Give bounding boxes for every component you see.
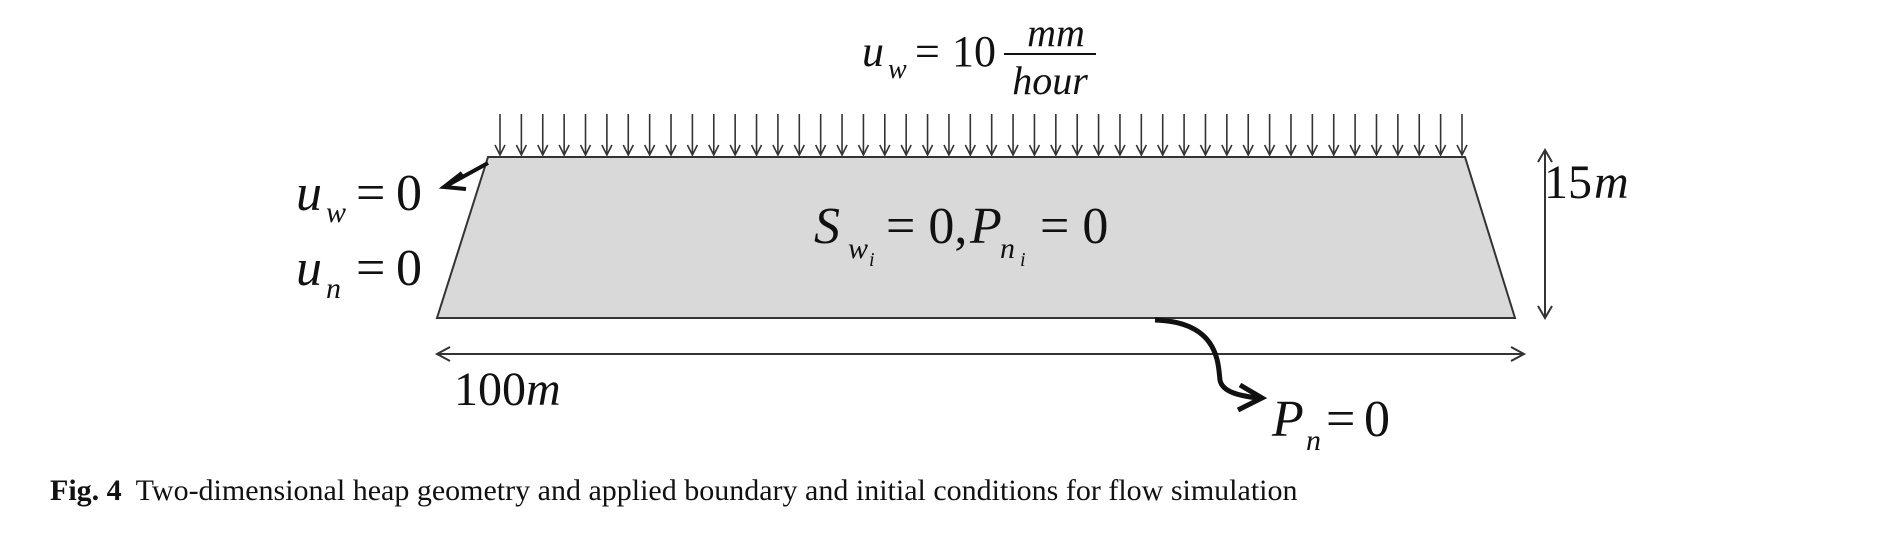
rain-arrowhead [1199,144,1212,157]
rain-arrowhead [729,144,741,157]
rain-arrowhead [665,144,677,157]
rain-arrows [494,114,1468,157]
rain-frac-den: hour [1012,58,1088,103]
bottom-bc-eq: = [1326,391,1355,448]
rain-arrowhead [537,144,549,157]
rain-arrowhead [1114,144,1126,157]
rain-arrowhead [1285,144,1297,157]
rain-arrowhead [1028,144,1041,157]
rain-num: 10 [952,27,996,76]
rain-arrowhead [1242,144,1254,157]
rain-arrowhead [964,144,977,157]
left-bc-1-eq: = [356,165,385,222]
height-num: 15 [1544,156,1592,209]
height-unit: m [1594,156,1629,209]
width-arrow-left [434,346,451,362]
bottom-bc-val: 0 [1364,391,1390,448]
rain-arrowhead [1328,144,1340,157]
left-bc-1-val: 0 [396,165,422,222]
rain-arrowhead [1221,144,1233,157]
initial-p-sub: n [1000,232,1015,265]
rain-var: u [862,27,884,76]
bottom-bc-arrow [1154,317,1259,401]
rain-arrowhead [836,144,848,157]
rain-sub: w [888,54,907,85]
rain-arrowhead [1071,144,1083,157]
bottom-bc-arrowhead [1236,382,1268,413]
left-bc-2-sub: n [326,272,341,305]
rain-arrowhead [1456,144,1468,157]
rain-arrowhead [515,144,528,157]
bottom-bc-var: P [1271,391,1304,448]
initial-mid: = 0, [886,198,967,255]
rain-arrowhead [1156,144,1169,157]
rain-arrowhead [601,144,613,157]
rain-arrowhead [985,144,998,157]
rain-arrowhead [558,144,570,157]
bottom-bc-sub: n [1306,424,1321,457]
initial-end: = 0 [1040,198,1108,255]
rain-arrowhead [1178,144,1190,157]
left-bc-2-var: u [296,240,322,297]
heap-shape [435,156,1517,319]
width-unit: m [526,363,561,416]
rain-arrowhead [686,144,699,157]
rain-arrowhead [1050,144,1062,157]
rain-arrowhead [622,144,634,157]
left-bc-2-val: 0 [396,240,422,297]
caption-label: Fig. 4 [50,474,122,507]
rain-arrowhead [579,144,592,157]
height-arrow-top [1537,148,1553,163]
initial-s-subsub: i [869,249,875,271]
rain-arrowhead [1370,144,1383,157]
initial-p-subsub: i [1020,249,1026,271]
rain-eq: = [915,27,940,76]
width-num: 100 [454,363,526,416]
rain-arrowhead [879,144,891,157]
rain-arrowhead [1263,144,1276,157]
rain-arrowhead [708,144,720,157]
rain-arrowhead [1007,144,1019,157]
rain-arrowhead [1392,144,1404,157]
figure-caption: Fig. 4 Two-dimensional heap geometry and … [50,474,1297,508]
rain-arrowhead [1306,144,1319,157]
left-bc-1-var: u [296,165,322,222]
initial-s-sub: w [848,232,868,265]
left-bc-1-sub: w [326,196,346,229]
rain-arrowhead [1413,144,1425,157]
width-arrow-right [1510,346,1527,362]
height-arrow-bottom [1537,305,1553,320]
rain-arrowhead [943,144,955,157]
rain-arrowhead [900,144,912,157]
rain-arrowhead [643,144,656,157]
rain-arrowhead [494,144,506,157]
left-bc-arrow [447,161,489,187]
rain-arrowhead [857,144,870,157]
rain-arrowhead [750,144,763,157]
rain-arrowhead [1092,144,1105,157]
rain-arrowhead [1349,144,1361,157]
left-bc-arrowhead [438,171,467,191]
rain-arrowhead [814,144,827,157]
initial-p-var: P [969,198,1002,255]
left-bc-2-eq: = [356,240,385,297]
rain-arrowhead [1434,144,1447,157]
rain-arrowhead [921,144,934,157]
initial-s-var: S [814,198,840,255]
rain-arrowhead [772,144,784,157]
rain-frac-num: mm [1027,10,1085,55]
rain-arrowhead [793,144,806,157]
rain-arrowhead [1135,144,1148,157]
caption-text: Two-dimensional heap geometry and applie… [135,474,1298,507]
